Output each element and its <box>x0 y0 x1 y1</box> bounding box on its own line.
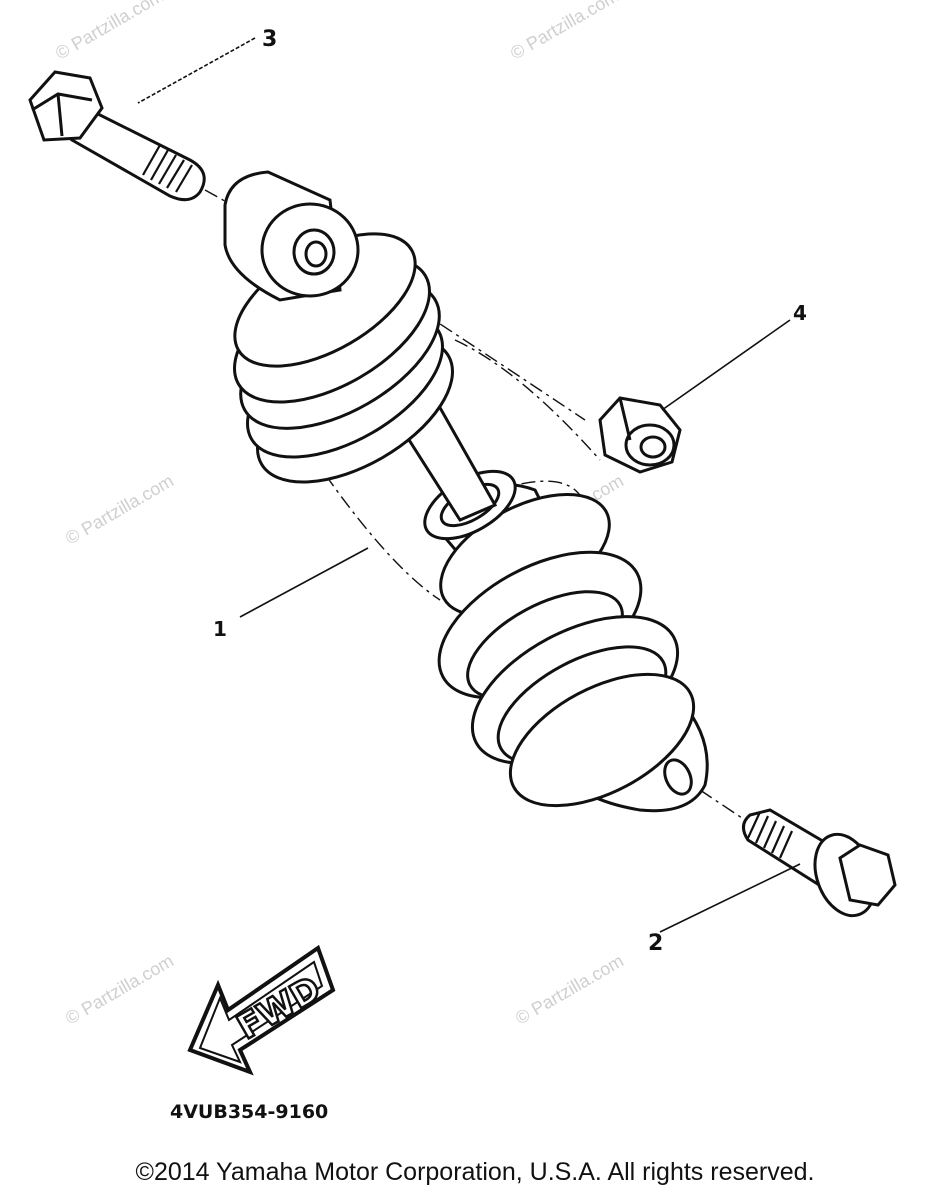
watermark: © Partzilla.com <box>52 0 167 63</box>
bolt-2 <box>742 808 897 918</box>
callout-1: 1 <box>213 617 227 641</box>
bolt-3 <box>28 70 206 202</box>
callout-4: 4 <box>793 301 807 325</box>
watermark: © Partzilla.com <box>62 950 177 1028</box>
callout-3: 3 <box>262 27 277 52</box>
forward-arrow-icon: FWD <box>187 944 336 1076</box>
nut-4 <box>598 396 682 474</box>
watermark: © Partzilla.com <box>507 0 622 63</box>
leader-lines <box>137 37 801 933</box>
watermark: © Partzilla.com <box>512 950 627 1028</box>
copyright-notice: ©2014 Yamaha Motor Corporation, U.S.A. A… <box>135 1158 815 1186</box>
callout-2: 2 <box>648 931 663 956</box>
watermark: © Partzilla.com <box>62 470 177 548</box>
diagram-part-number: 4VUB354-9160 <box>170 1101 328 1123</box>
rear-shock-absorber <box>223 170 709 813</box>
